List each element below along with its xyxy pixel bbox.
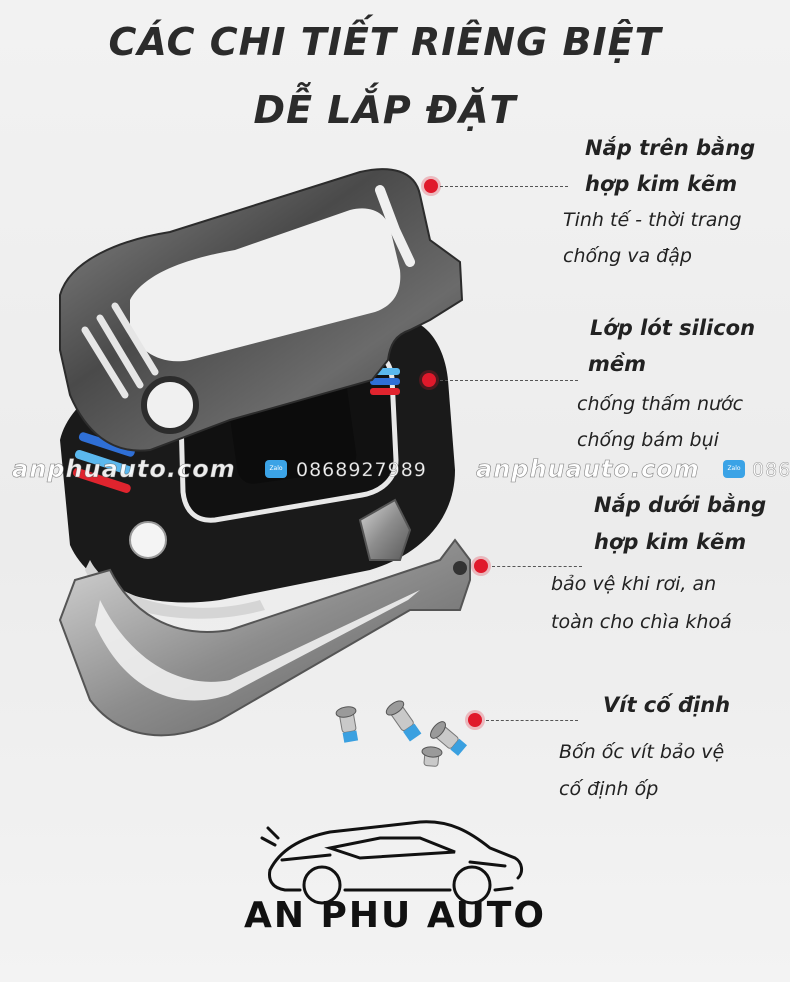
callout-bottom-shell-h2: hợp kim kẽm [594,524,746,560]
callout-leader-top-shell [440,186,568,187]
callout-heading: mềm [588,352,647,376]
watermark-phone: 0868927989 [296,459,427,482]
callout-heading: Lớp lót silicon [590,316,756,340]
callout-top-shell: Nắp trên bằng [585,130,755,166]
callout-description: Bốn ốc vít bảo vệ [559,741,725,763]
callout-bottom-shell-h1: Nắp dưới bằng [594,487,766,523]
callout-heading: Nắp dưới bằng [594,493,767,517]
callout-description: toàn cho chìa khoá [551,611,732,633]
callout-dot-top-shell [424,179,438,193]
callout-silicone-h2: mềm [588,346,646,382]
callout-heading: Nắp trên bằng [585,136,756,160]
top-alloy-shell [59,168,464,452]
page-title-line-1: CÁC CHI TIẾT RIÊNG BIỆT [108,20,662,64]
callout-dot-bottom-shell [474,559,488,573]
callout-dot-screws [468,713,482,727]
screws [335,700,468,767]
callout-dot-silicone [422,373,436,387]
callout-heading: hợp kim kẽm [594,530,747,554]
zalo-icon: Zalo [265,460,287,478]
callout-silicone-h1: Lớp lót silicon [590,310,755,346]
brand-name: AN PHU AUTO [244,895,546,936]
watermark-site-2: anphuauto.com [476,455,700,484]
callout-silicone-d1: chống thấm nước [577,386,743,422]
callout-bottom-shell-d2: toàn cho chìa khoá [551,604,732,640]
callout-description: cố định ốp [559,778,659,800]
bottom-alloy-shell [58,498,471,737]
zalo-icon-2: Zalo [723,460,745,478]
callout-leader-screws [486,720,578,721]
watermark-site: anphuauto.com [12,455,236,484]
callout-description: chống va đập [563,245,692,267]
callout-screws-h1: Vít cố định [603,687,730,723]
callout-description: bảo vệ khi rơi, an [551,573,717,595]
callout-leader-bottom-shell [492,566,582,567]
callout-screws-d1: Bốn ốc vít bảo vệ [559,734,724,770]
callout-heading: Vít cố định [603,693,731,717]
callout-top-shell-d2: chống va đập [563,238,692,274]
watermark-phone-cut: 086 [752,459,790,482]
callout-heading: hợp kim kẽm [585,172,738,196]
callout-top-shell-h2: hợp kim kẽm [585,166,737,202]
callout-leader-silicone [440,380,578,381]
callout-screws-d2: cố định ốp [559,771,658,807]
callout-description: Tinh tế - thời trang [563,209,742,231]
sports-car-outline-icon [260,820,524,905]
page-title-line-2: DỄ LẮP ĐẶT [253,88,517,132]
callout-description: chống bám bụi [577,429,719,451]
callout-silicone-d2: chống bám bụi [577,422,719,458]
callout-top-shell-d1: Tinh tế - thời trang [563,202,742,238]
callout-description: chống thấm nước [577,393,744,415]
callout-bottom-shell-d1: bảo vệ khi rơi, an [551,566,716,602]
